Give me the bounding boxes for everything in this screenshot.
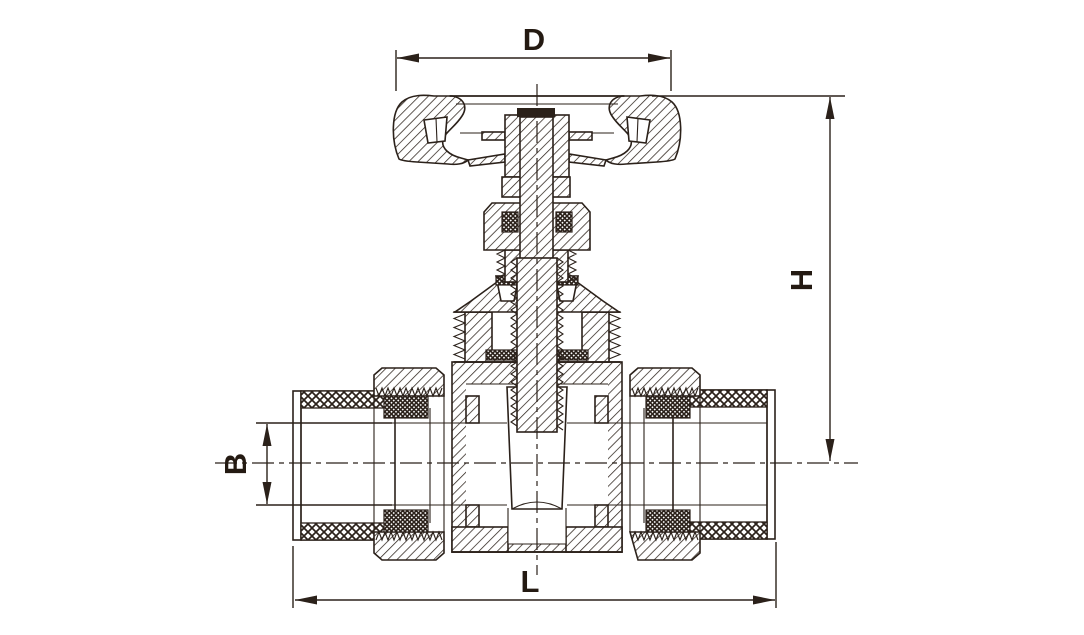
packing-block-right [555, 211, 573, 233]
body-wall-tr [594, 395, 609, 424]
stem-thread-right [556, 257, 564, 431]
underside-strip-left [466, 153, 506, 167]
neck-thread-left [495, 249, 507, 283]
union-nut-right [628, 367, 701, 561]
spoke-section-left-divider [435, 117, 438, 143]
l-arrow-left [295, 595, 317, 605]
body-wall-br [594, 504, 609, 528]
dimension-l: L [292, 542, 777, 608]
h-arrow-bottom [825, 439, 835, 461]
union-nut-right-seal-top [645, 395, 691, 419]
b-arrow-bottom [262, 482, 272, 504]
union-nut-left-top [373, 367, 445, 397]
spoke-section-left [423, 116, 448, 144]
body-floor-left [451, 526, 509, 553]
packing-block-left [501, 211, 519, 233]
dim-label-d: D [523, 22, 545, 57]
body-wall-tl [465, 395, 480, 424]
h-arrow-top [825, 97, 835, 119]
d-arrow-left [397, 53, 419, 63]
spoke-section-right-divider [636, 117, 639, 143]
union-nut-left-bottom [373, 531, 445, 561]
dimension-b: B [218, 422, 392, 506]
union-nut-left-seal-bottom [383, 509, 429, 533]
dim-label-l: L [521, 564, 540, 599]
rim-strip-left [481, 131, 506, 141]
neck-thread-right [566, 249, 578, 283]
union-nut-right-bottom [628, 531, 701, 561]
body-wall-bl [465, 504, 480, 528]
flange-thread-left [452, 313, 467, 360]
union-nut-left-seal-top [383, 395, 429, 419]
pipe-right [672, 389, 776, 540]
rim-strip-right [568, 131, 593, 141]
dimension-d: D [395, 22, 672, 91]
pipe-left-body [292, 390, 396, 541]
centerlines [215, 84, 858, 575]
body-floor-right [565, 526, 623, 553]
dimension-h: H [652, 95, 845, 461]
stem-thread-left [510, 257, 518, 427]
handwheel [392, 94, 682, 198]
l-arrow-right [753, 595, 775, 605]
underside-strip-right [568, 153, 608, 167]
union-nut-right-seal-bottom [645, 509, 691, 533]
spoke-section-right [626, 116, 651, 144]
dim-label-h: H [784, 269, 819, 291]
union-nut-right-top [629, 367, 701, 397]
dim-label-b: B [218, 453, 253, 475]
b-arrow-top [262, 424, 272, 446]
union-nut-left [373, 367, 445, 561]
pipe-left [292, 390, 396, 541]
d-arrow-right [648, 53, 670, 63]
flange-thread-right [607, 313, 622, 360]
stem-top-cap [517, 108, 555, 117]
